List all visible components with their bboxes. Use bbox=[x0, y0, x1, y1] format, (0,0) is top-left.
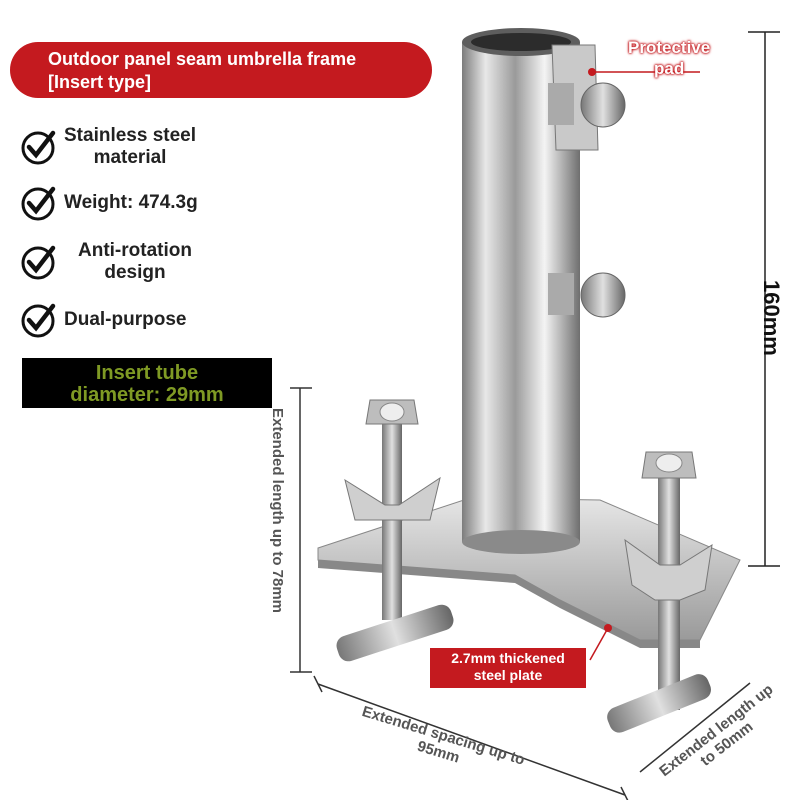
tube-diameter-box: Insert tube diameter: 29mm bbox=[22, 358, 272, 408]
check-circle-icon bbox=[21, 245, 56, 280]
title-line1: Outdoor panel seam umbrella frame bbox=[48, 49, 357, 69]
plate-line2: steel plate bbox=[473, 667, 543, 683]
feature-text: Stainless steel bbox=[64, 125, 197, 146]
plate-line1: 2.7mm thickened bbox=[451, 650, 565, 666]
feature-text: design bbox=[104, 262, 166, 283]
protective-pad-line1: Protective bbox=[628, 38, 711, 57]
feature-text: Anti-rotation bbox=[78, 240, 192, 261]
steel-plate-label: 2.7mm thickened steel plate bbox=[430, 648, 586, 688]
protective-pad-line2: pad bbox=[653, 59, 685, 78]
feature-text: material bbox=[93, 147, 167, 168]
title-banner: Outdoor panel seam umbrella frame [Inser… bbox=[10, 42, 432, 98]
feature-item-material: Stainless steel material bbox=[20, 125, 196, 169]
feature-item-anti-rotation: Anti-rotation design bbox=[20, 240, 192, 284]
title-line2: [Insert type] bbox=[48, 72, 152, 92]
tube-line1: Insert tube bbox=[95, 362, 199, 384]
check-circle-icon bbox=[21, 130, 56, 165]
feature-item-weight: Weight: 474.3g bbox=[20, 185, 198, 221]
feature-text: Weight: 474.3g bbox=[64, 192, 198, 213]
check-circle-icon bbox=[21, 303, 56, 338]
extended-length-78-label: Extended length up to 78mm bbox=[269, 408, 286, 614]
height-dimension-label: 160mm bbox=[759, 280, 784, 356]
protective-pad-label: Protective pad bbox=[628, 37, 710, 79]
tube-line2: diameter: 29mm bbox=[70, 384, 224, 406]
check-circle-icon bbox=[21, 186, 56, 221]
feature-text: Dual-purpose bbox=[64, 309, 187, 330]
feature-item-dual-purpose: Dual-purpose bbox=[20, 302, 186, 338]
